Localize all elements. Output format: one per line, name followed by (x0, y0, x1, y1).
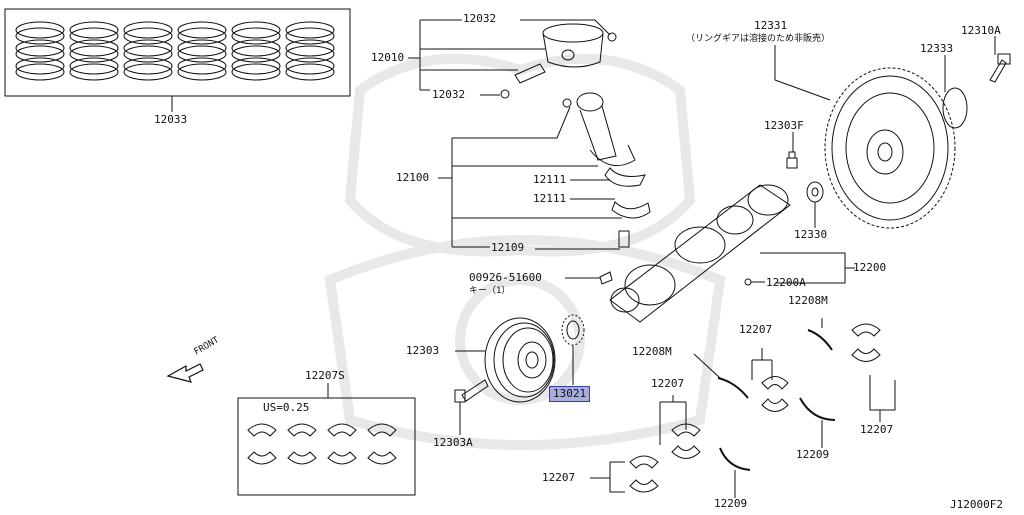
part-label-12033: 12033 (154, 113, 188, 126)
part-label-12303F: 12303F (764, 119, 804, 132)
part-label-12331: 12331 (754, 19, 788, 32)
part-label-12200A: 12200A (766, 276, 806, 289)
part-label-00926-51600: 00926-51600 (469, 271, 542, 284)
part-label-12111-upper: 12111 (533, 173, 567, 186)
ring-gear-note: （リングギアは溶接のため非販売） (686, 34, 831, 44)
part-label-13021-highlighted[interactable]: 13021 (549, 386, 591, 402)
connecting-rod (562, 92, 651, 248)
piston (500, 23, 617, 99)
part-label-12207-bottom: 12207 (542, 471, 576, 484)
part-label-12209-bottom: 12209 (714, 497, 748, 510)
part-label-12100: 12100 (396, 171, 430, 184)
part-label-12303: 12303 (406, 344, 440, 357)
part-label-12333: 12333 (920, 42, 954, 55)
crankshaft (609, 184, 791, 323)
flywheel-plate (942, 87, 968, 129)
main-bearing-set (247, 423, 397, 465)
crank-pulley (484, 317, 556, 403)
flywheel-bolt (989, 53, 1011, 83)
woodruff-key (599, 271, 613, 285)
part-label-12200: 12200 (853, 261, 887, 274)
part-label-12209-right: 12209 (796, 448, 830, 461)
thrust-washers (717, 329, 836, 471)
front-arrow-icon (166, 363, 204, 383)
part-label-12207-lower-center: 12207 (651, 377, 685, 390)
part-label-key-qty: キー（1） (469, 286, 511, 296)
bearing-set-box (237, 397, 416, 496)
part-label-12330: 12330 (794, 228, 828, 241)
part-label-12111-lower: 12111 (533, 192, 567, 205)
part-label-12032-bottom: 12032 (432, 88, 466, 101)
piston-rings (15, 21, 335, 81)
part-label-12207-right: 12207 (860, 423, 894, 436)
part-label-12208M-left: 12208M (632, 345, 672, 358)
part-label-12207S: 12207S (305, 369, 345, 382)
piston-ring-box (4, 8, 351, 97)
part-label-12109: 12109 (491, 241, 525, 254)
diagram-code: J12000F2 (950, 498, 1003, 511)
part-label-12310A: 12310A (961, 24, 1001, 37)
flywheel-pilot-bolt (786, 151, 798, 169)
part-label-12208M-right: 12208M (788, 294, 828, 307)
main-bearings (629, 323, 881, 493)
pilot-bushing (806, 181, 824, 203)
flywheel (824, 67, 956, 229)
part-label-12010: 12010 (371, 51, 405, 64)
part-label-12207-center: 12207 (739, 323, 773, 336)
undersize-note: US=0.25 (263, 401, 310, 414)
part-label-12303A: 12303A (433, 436, 473, 449)
part-label-12032-top: 12032 (463, 12, 497, 25)
